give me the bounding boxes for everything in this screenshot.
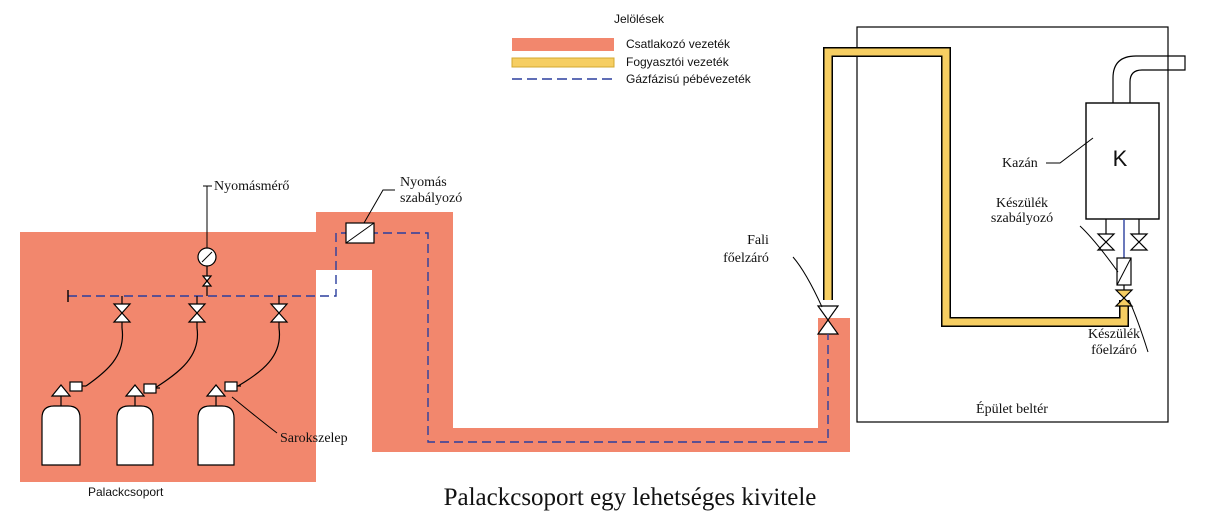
gas-bottle-2 — [116, 383, 160, 466]
consumer-pipe-fill — [824, 48, 1128, 326]
appliance-regulator-diagonal — [1116, 257, 1132, 286]
label-foelzaro: főelzáró — [723, 251, 769, 266]
leader-nyomas-szabalyozo — [363, 189, 395, 224]
boiler-body — [1085, 102, 1160, 220]
manifold-valve-1 — [112, 296, 132, 328]
diagram-caption: Palackcsoport egy lehetséges kivitele — [444, 484, 817, 511]
gas-bottle-3 — [197, 381, 241, 466]
boiler-valve-right — [1129, 233, 1149, 251]
leader-sarokszelep — [231, 396, 278, 434]
legend-label-connector: Csatlakozó vezeték — [626, 37, 731, 51]
legend-swatch-connector — [512, 38, 614, 51]
building-interior-outline — [856, 26, 1169, 423]
boiler-letter: K — [1113, 146, 1128, 171]
boiler-valve-left — [1096, 233, 1116, 251]
label-keszulek-fo-1: Készülék — [1088, 327, 1140, 342]
leader-fali — [792, 256, 823, 308]
hose-3 — [237, 327, 281, 387]
leader-keszulek-fo — [1128, 299, 1149, 353]
legend-swatch-consumer — [511, 57, 615, 68]
label-keszulek-fo-2: főelzáró — [1091, 343, 1137, 358]
pressure-regulator-diagonal — [345, 222, 375, 244]
consumer-pipe — [823, 47, 1129, 327]
label-nyomas: Nyomás — [400, 175, 447, 190]
legend: Jelölések Csatlakozó vezeték Fogyasztói … — [511, 12, 752, 86]
legend-title: Jelölések — [614, 12, 665, 26]
manifold-valve-3 — [269, 296, 289, 328]
label-fali: Fali — [747, 233, 769, 248]
label-szabalyozo: szabályozó — [400, 191, 462, 206]
label-palackcsoport: Palackcsoport — [88, 485, 164, 499]
gas-phase-line — [68, 232, 829, 443]
gas-bottle-1 — [41, 381, 86, 466]
leader-kazan — [1046, 137, 1094, 164]
legend-label-gas: Gázfázisú pébévezeték — [626, 72, 752, 86]
label-nyomasmero: Nyomásmérő — [214, 179, 289, 194]
appliance-shutoff-valve — [1114, 289, 1134, 307]
manifold-valve-2 — [187, 296, 207, 328]
label-sarokszelep: Sarokszelep — [280, 431, 348, 446]
label-epulet-belter: Épület beltér — [976, 400, 1048, 417]
label-kazan: Kazán — [1002, 156, 1038, 171]
label-keszulek-szab-1: Készülék — [996, 196, 1048, 211]
leader-keszulek-szab — [1079, 225, 1119, 273]
hose-2 — [154, 327, 199, 389]
hose-1 — [85, 327, 124, 387]
pressure-gauge-valve — [201, 275, 213, 287]
boiler-chimney — [1112, 55, 1186, 104]
label-keszulek-szab-2: szabályozó — [991, 211, 1053, 226]
pressure-gauge-needle — [201, 251, 213, 263]
legend-label-consumer: Fogyasztói vezeték — [626, 55, 730, 69]
